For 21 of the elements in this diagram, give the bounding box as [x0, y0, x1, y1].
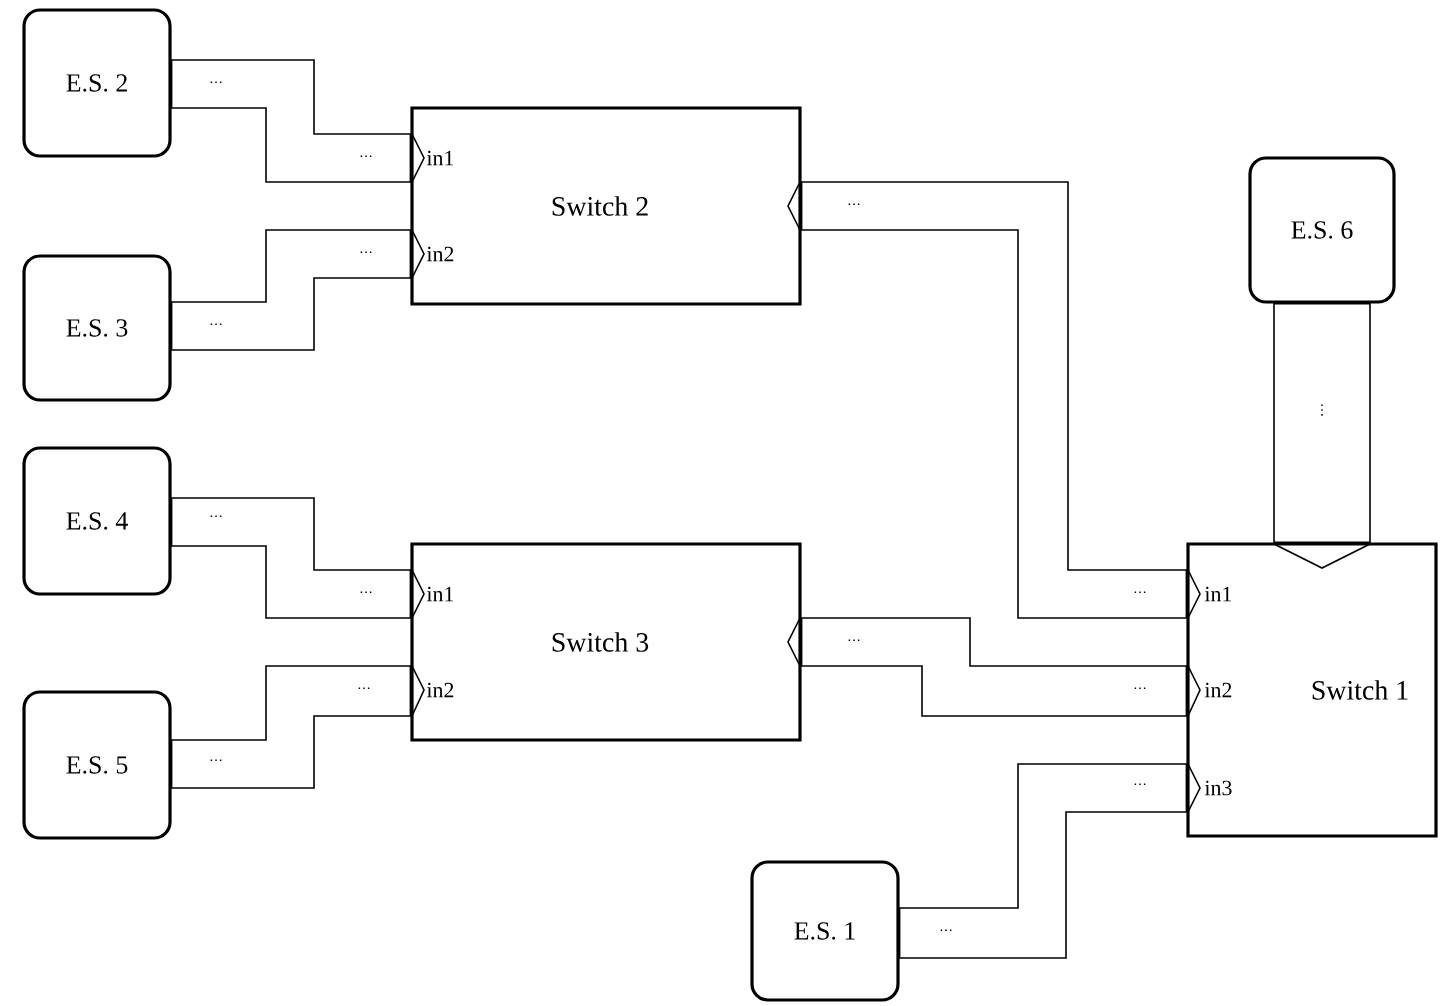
- link-arrow: [800, 181, 1188, 619]
- link-arrow: [170, 59, 412, 183]
- port-label: $in2$: [1204, 682, 1232, 698]
- link-arrow: [898, 763, 1188, 959]
- end-station-box: E.S. 3: [22, 254, 172, 402]
- end-station-box: E.S. 1: [750, 860, 900, 1002]
- port-label: $in1$: [1204, 586, 1232, 602]
- link-arrow: [800, 617, 1188, 717]
- link-arrow: [170, 497, 412, 619]
- port-label: $in1$: [426, 150, 454, 166]
- port-label: $in2$: [426, 682, 454, 698]
- link-arrow: [170, 665, 412, 789]
- link-arrow: [1273, 302, 1371, 544]
- port-label: $in2$: [426, 246, 454, 262]
- port-label: $in3$: [1204, 780, 1232, 796]
- link-arrow: [170, 229, 412, 351]
- end-station-box: E.S. 6: [1248, 156, 1396, 304]
- port-label: $in1$: [426, 586, 454, 602]
- end-station-box: E.S. 2: [22, 8, 172, 158]
- end-station-box: E.S. 5: [22, 690, 172, 840]
- end-station-box: E.S. 4: [22, 446, 172, 596]
